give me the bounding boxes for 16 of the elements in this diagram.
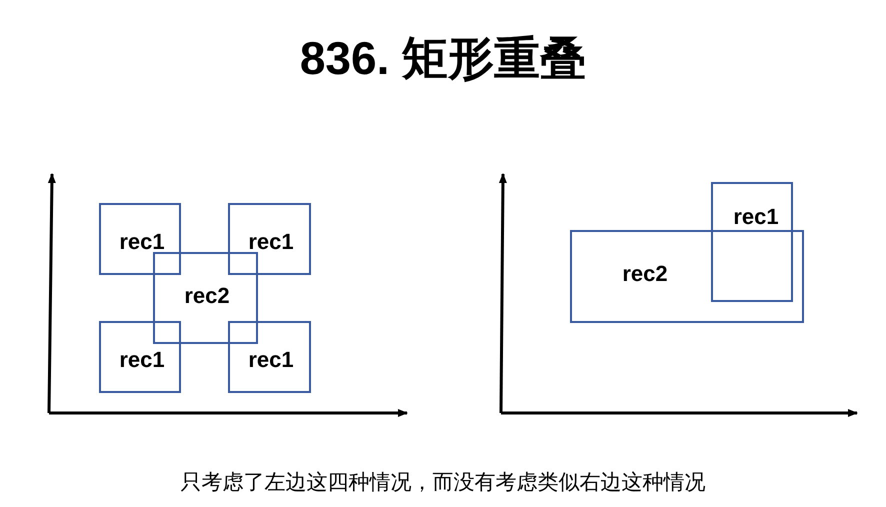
caption: 只考虑了左边这四种情况，而没有考虑类似右边这种情况 (180, 470, 706, 496)
rectangle (570, 230, 804, 323)
rectangle-label: rec2 (622, 261, 668, 287)
rectangle (228, 321, 311, 393)
rectangle (153, 252, 258, 344)
rectangle-label: rec1 (248, 347, 294, 373)
rectangle-label: rec1 (119, 229, 165, 255)
rectangle (99, 203, 181, 275)
rectangle (711, 182, 793, 302)
rectangle-label: rec1 (733, 204, 779, 230)
rectangle (99, 321, 181, 393)
rectangle-label: rec1 (119, 347, 165, 373)
rectangle-label: rec1 (248, 229, 294, 255)
rectangle-label: rec2 (184, 283, 230, 309)
title: 836. 矩形重叠 (298, 31, 588, 86)
rectangle (228, 203, 311, 275)
